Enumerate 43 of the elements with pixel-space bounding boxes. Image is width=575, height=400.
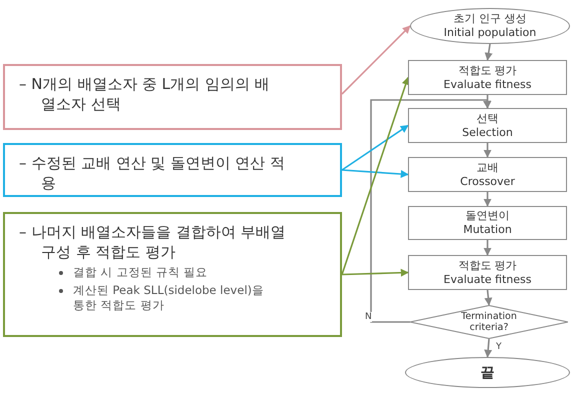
box-label: Initial population — [444, 26, 536, 40]
edge-label: Y — [496, 342, 502, 352]
note-box — [3, 64, 342, 130]
bullet-text: 결합 시 고정된 규칙 필요 — [73, 265, 209, 280]
arrow — [484, 338, 492, 358]
process-box — [408, 108, 567, 143]
arrow — [341, 25, 411, 95]
box-label: 적합도 평가 — [458, 64, 517, 78]
arrow — [342, 268, 409, 277]
box-label: Mutation — [463, 223, 512, 237]
process-box — [408, 60, 567, 95]
decision-diamond — [410, 305, 568, 339]
bullet-text: 계산된 Peak SLL(sidelobe level)을 통한 적합도 평가 — [73, 283, 265, 313]
box-label: Crossover — [460, 174, 515, 188]
box-label: 끝 — [480, 366, 494, 380]
arrow — [484, 290, 492, 306]
process-box — [408, 255, 567, 290]
note-box — [3, 143, 342, 197]
box-label: 교배 — [476, 160, 498, 174]
note-text: – N개의 배열소자 중 L개의 임의의 배열소자 선택 — [19, 74, 271, 114]
box-label: Evaluate fitness — [444, 272, 532, 286]
process-box — [408, 206, 567, 240]
arrow — [342, 124, 409, 171]
box-label: Evaluate fitness — [444, 78, 532, 92]
box-label: Selection — [462, 126, 513, 140]
arrow — [370, 99, 492, 323]
process-box — [408, 157, 567, 192]
arrow — [342, 169, 409, 178]
box-label: Termination criteria? — [460, 311, 518, 333]
arrow — [484, 192, 492, 207]
note-box — [3, 212, 342, 337]
arrow — [484, 95, 492, 109]
note-text: – 수정된 교배 연산 및 돌연변이 연산 적용 — [19, 153, 286, 193]
edge-label: N — [365, 312, 372, 322]
arrow — [484, 240, 492, 256]
arrow — [484, 143, 492, 158]
box-label: 돌연변이 — [466, 209, 510, 223]
arrow — [341, 76, 410, 275]
note-text: – 나머지 배열소자들을 결합하여 부배열 구성 후 적합도 평가 — [19, 222, 287, 262]
box-label: 적합도 평가 — [458, 258, 517, 272]
arrow — [484, 44, 493, 61]
box-label: 선택 — [476, 112, 498, 126]
box-label: 초기 인구 생성 — [454, 12, 526, 26]
